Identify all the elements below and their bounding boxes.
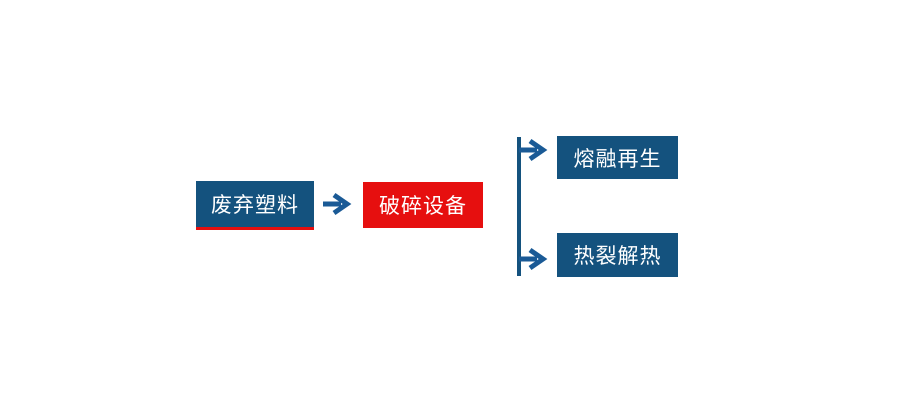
- node-waste-plastic: 废弃塑料: [196, 181, 314, 230]
- branch-bottom-arrow-icon: [519, 247, 548, 271]
- branch-vertical-line: [517, 137, 521, 276]
- node-crushing-equipment-label: 破碎设备: [379, 194, 467, 218]
- branch-top-arrow-icon: [519, 138, 548, 162]
- node-pyrolysis-heat-label: 热裂解热: [573, 244, 662, 268]
- node-waste-plastic-label: 废弃塑料: [211, 193, 299, 217]
- node-melt-regeneration: 熔融再生: [557, 136, 678, 179]
- right-arrow-icon: [323, 192, 352, 216]
- node-crushing-equipment: 破碎设备: [363, 182, 483, 228]
- node-melt-regeneration-label: 熔融再生: [573, 146, 662, 171]
- node-pyrolysis-heat: 热裂解热: [557, 233, 678, 277]
